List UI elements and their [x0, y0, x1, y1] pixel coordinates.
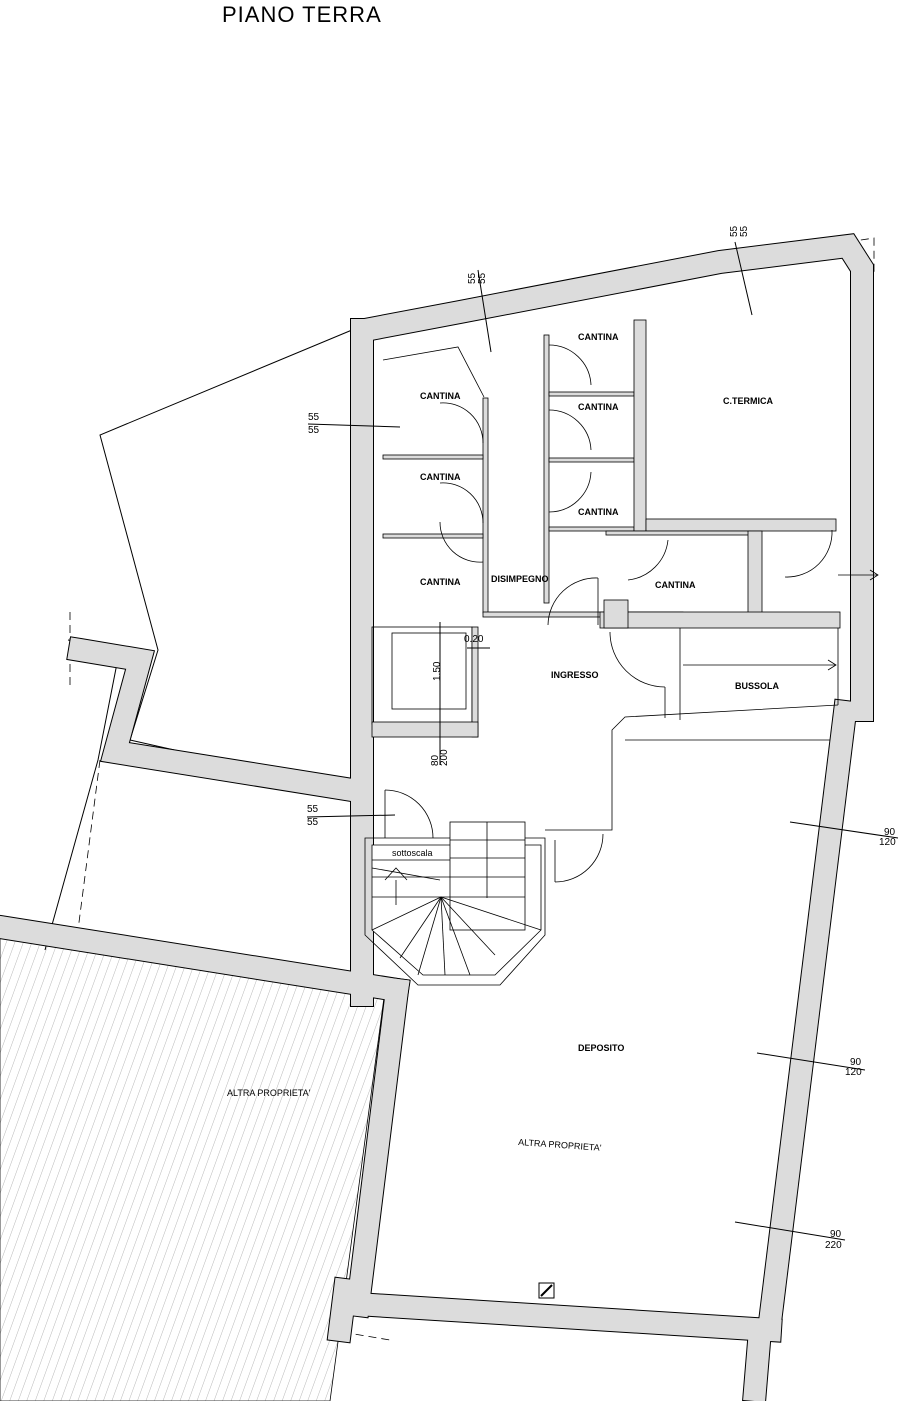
doors [384, 344, 879, 883]
dimension-width: 80 [430, 754, 441, 766]
dimension-height: 55 [477, 272, 488, 284]
room-label-sottoscala: sottoscala [392, 848, 433, 858]
dimension-width: 90 [850, 1057, 862, 1068]
room-label-cantina: CANTINA [578, 507, 619, 517]
dimension-height: 120 [845, 1067, 862, 1078]
dimension-width: 55 [308, 412, 320, 423]
wall-segment [327, 1277, 358, 1343]
courtyard-outline [99, 329, 353, 791]
dimension-width: 90 [884, 827, 896, 838]
wall-segment [345, 977, 410, 1318]
room-label-cantina: CANTINA [420, 472, 461, 482]
room-label-cantina: CANTINA [420, 391, 461, 401]
altra-proprieta-hatched-area [0, 921, 386, 1401]
room-label-c-termica: C.TERMICA [723, 396, 773, 406]
room-label-bussola: BUSSOLA [735, 681, 780, 691]
room-label-cantina: CANTINA [655, 580, 696, 590]
room-label-deposito: DEPOSITO [578, 1043, 624, 1053]
wall-segment [67, 637, 365, 803]
dimension-height: 55 [307, 817, 319, 828]
wall-segment [743, 1318, 772, 1401]
wall-segment [0, 915, 410, 1003]
dashed-boundary [329, 1329, 391, 1341]
wall-segment [352, 234, 873, 721]
lift-gap: 0.20 [464, 634, 484, 645]
staircase [364, 821, 546, 986]
dimension-width: 90 [830, 1229, 842, 1240]
dimension-width: 55 [467, 272, 478, 284]
plan-title: PIANO TERRA [222, 2, 382, 27]
left-boundary [44, 639, 121, 951]
wall-segment [360, 1293, 782, 1342]
dimension-width: 55 [307, 804, 319, 815]
room-label-disimpegno: DISIMPEGNO [491, 574, 549, 584]
dimension-height: 220 [825, 1240, 842, 1251]
room-label-ingresso: INGRESSO [551, 670, 599, 680]
room-label-cantina: CANTINA [578, 332, 619, 342]
dimension-width: 55 [729, 225, 740, 237]
dashed-boundary [77, 759, 101, 931]
dimension-height: 55 [739, 225, 750, 237]
lift-depth: 1.50 [432, 661, 443, 681]
dimension-height: 200 [439, 749, 450, 766]
dimension-height: 55 [308, 425, 320, 436]
room-label-cantina: CANTINA [578, 402, 619, 412]
dashed-boundary [847, 237, 875, 272]
drain-marker-slash [540, 1284, 553, 1297]
label-altra-proprieta: ALTRA PROPRIETA' [518, 1137, 602, 1153]
label-altra-proprieta: ALTRA PROPRIETA' [227, 1088, 311, 1098]
wall-segment [757, 699, 858, 1335]
partitions [371, 319, 841, 831]
room-label-cantina: CANTINA [420, 577, 461, 587]
walls [0, 233, 874, 1401]
dimension-height: 120 [879, 837, 896, 848]
